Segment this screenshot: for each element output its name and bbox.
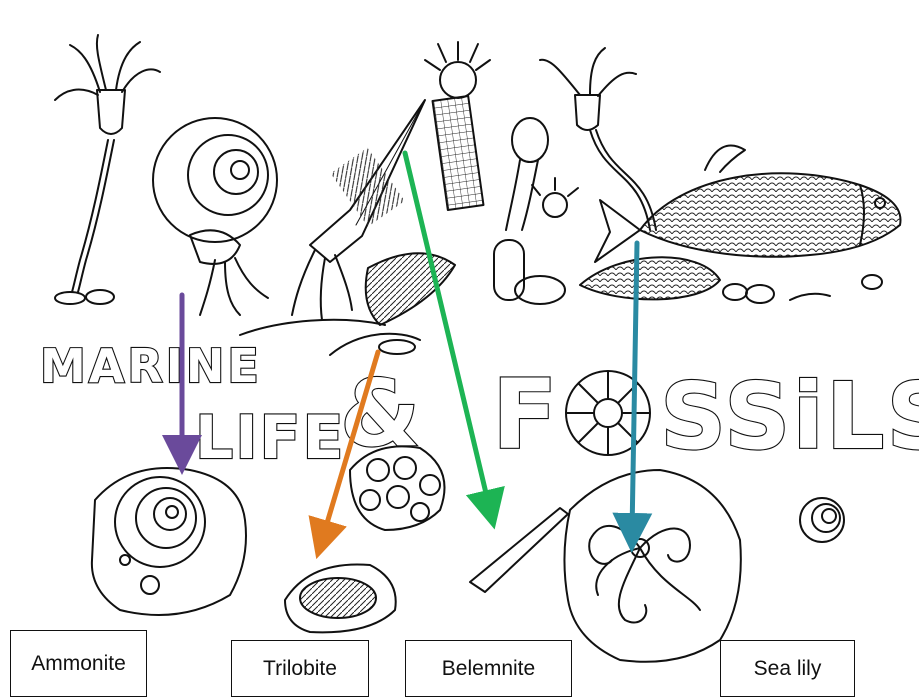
- ammonite-drawing: [153, 118, 277, 315]
- label-sea-lily[interactable]: Sea lily: [720, 640, 855, 697]
- title-word-life: LIFE: [195, 403, 346, 473]
- belemnite-fossil-drawing: [470, 508, 568, 592]
- title-word-ssils: SSiLS: [660, 363, 919, 470]
- fish-drawing: [595, 146, 901, 263]
- title-ampersand: &: [340, 360, 420, 467]
- label-ammonite[interactable]: Ammonite: [10, 630, 147, 697]
- ammonite-fossil-drawing: [92, 468, 246, 615]
- crinoid-drawing-left: [55, 35, 160, 304]
- title-word-marine: MARINE: [40, 339, 262, 393]
- seafloor-drawing: [240, 257, 882, 355]
- sea-lily-fossil-drawing: [564, 470, 740, 662]
- label-trilobite[interactable]: Trilobite: [231, 640, 369, 697]
- snail-shell-drawing: [800, 498, 844, 542]
- title-letter-f: F: [492, 359, 558, 471]
- small-creatures-drawing: [494, 118, 578, 300]
- label-belemnite[interactable]: Belemnite: [405, 640, 572, 697]
- title: MARINE LIFE & F SSiLS: [40, 339, 919, 473]
- ammonite-o-icon: [566, 371, 650, 455]
- crinoid-drawing-right: [540, 48, 656, 230]
- trilobite-fossil-drawing: [285, 564, 396, 632]
- sea-anemone-drawing: [425, 42, 490, 210]
